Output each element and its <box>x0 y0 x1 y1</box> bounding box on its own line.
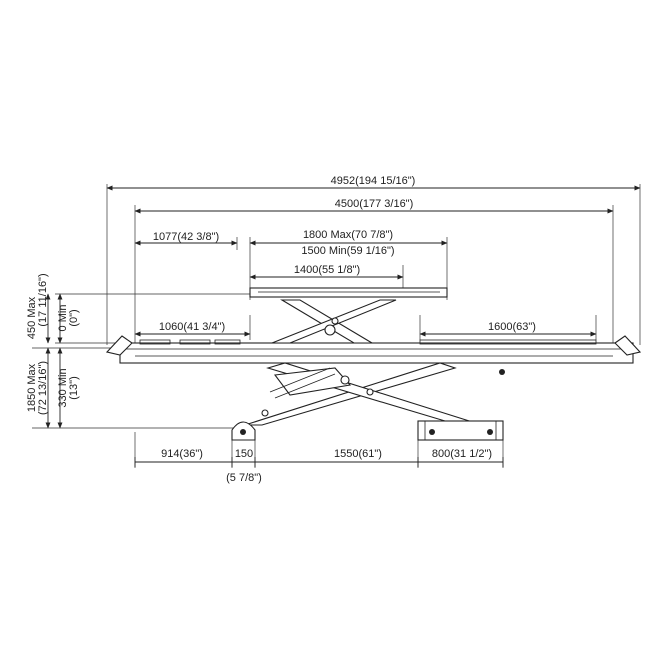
rear-section-label: 1600(63") <box>488 321 536 333</box>
lift-max-b-label: 1850 Max <box>26 363 38 412</box>
front-section-label: 1060(41 3/4") <box>159 321 225 333</box>
lift-max-a-in-label: (17 11/16") <box>37 273 49 326</box>
lift-structure <box>105 287 642 441</box>
base-front-label: 914(36") <box>161 448 203 460</box>
lift-max-a-label: 450 Max <box>26 296 38 339</box>
lift-max-b-in-label: (72 13/16") <box>37 361 49 415</box>
dimension-lines <box>45 185 641 467</box>
extension-lines <box>32 184 641 468</box>
lift-min-a-label: 0 Min <box>57 305 69 332</box>
lift-min-b-in-label: (13") <box>68 376 80 399</box>
base-rear-label: 800(31 1/2") <box>432 448 492 460</box>
sub-platform-label: 1400(55 1/8") <box>294 264 360 276</box>
extension-max-label: 1800 Max(70 7/8") <box>303 229 393 241</box>
base-gap-mm-label: 150 <box>235 448 253 460</box>
lift-min-b-label: 330 Min <box>57 368 69 407</box>
platform-length-label: 4500(177 3/16") <box>335 198 414 210</box>
base-gap-in-label: (5 7/8") <box>226 472 262 484</box>
base-mid-label: 1550(61") <box>334 448 382 460</box>
front-offset-label: 1077(42 3/8") <box>153 231 219 243</box>
overall-length-label: 4952(194 15/16") <box>331 175 416 187</box>
lift-min-a-in-label: (0") <box>68 309 80 326</box>
extension-min-label: 1500 Min(59 1/16") <box>301 245 394 257</box>
dimension-labels: 4952(194 15/16") 4500(177 3/16") 1077(42… <box>26 175 536 484</box>
